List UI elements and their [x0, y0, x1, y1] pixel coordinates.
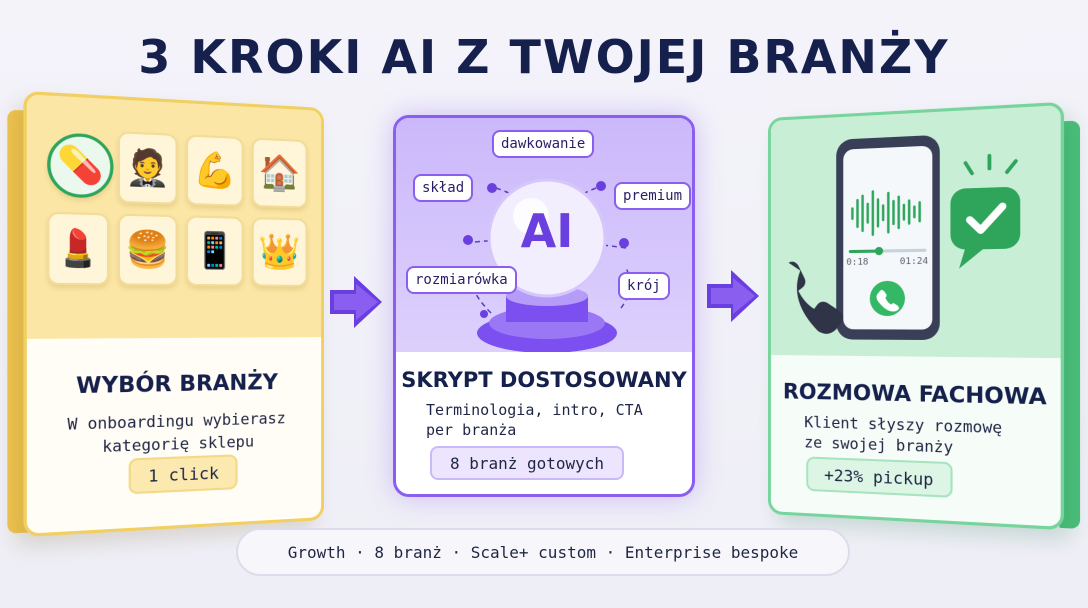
phone-icon[interactable]: 📱: [185, 215, 244, 287]
step-description-line-2: per branża: [426, 421, 517, 439]
step-badge: 1 click: [128, 454, 238, 495]
ai-network-illustration: [463, 178, 631, 352]
biceps-icon[interactable]: 💪: [185, 134, 244, 207]
step-badge: +23% pickup: [806, 456, 953, 498]
step-heading: SKRYPT DOSTOSOWANY: [401, 368, 687, 392]
call-time-end: 01:24: [899, 256, 929, 268]
step-badge: 8 branż gotowych: [430, 446, 624, 480]
card-face: 0:18 01:24 ROZMOWA FACHOWA Klient słyszy…: [768, 101, 1065, 531]
phone-call-illustration: [788, 134, 1064, 341]
ai-orb-label: AI: [520, 204, 574, 258]
keyword-tag: krój: [618, 272, 670, 300]
call-time-start: 0:18: [846, 257, 869, 268]
step-description-line-1: Terminologia, intro, CTA: [426, 401, 643, 419]
keyword-tag: skład: [413, 174, 474, 202]
card-face: 💊🤵💪🏠💄🍔📱👑 WYBÓR BRANŻY W onboardingu wybi…: [23, 90, 324, 538]
suit-icon[interactable]: 🤵: [117, 131, 178, 205]
step-description-line-2: ze swojej branży: [804, 433, 954, 457]
arrow-right-icon: [330, 276, 382, 328]
industry-icon-grid: 💊🤵💪🏠 💄🍔📱👑: [47, 128, 309, 287]
card-illustration-area: AI: [396, 118, 692, 352]
keyword-tag: rozmiarówka: [406, 266, 517, 294]
plans-footer: Growth · 8 branż · Scale+ custom · Enter…: [236, 528, 850, 576]
pill-icon[interactable]: 💊: [47, 132, 114, 199]
keyword-tag: premium: [614, 182, 692, 210]
step-heading: WYBÓR BRANŻY: [76, 369, 278, 399]
page-title: 3 KROKI AI Z TWOJEJ BRANŻY: [138, 30, 950, 84]
crown-icon[interactable]: 👑: [251, 217, 308, 287]
step-card-expert-conversation: 0:18 01:24 ROZMOWA FACHOWA Klient słyszy…: [768, 101, 1081, 531]
step-heading: ROZMOWA FACHOWA: [782, 379, 1047, 410]
card-illustration-area: 0:18 01:24: [770, 105, 1064, 359]
step-card-custom-script: AI dawkowanie skład premium rozmiarówka …: [393, 115, 695, 497]
house-icon[interactable]: 🏠: [251, 137, 308, 209]
step-card-industry-selection: 💊🤵💪🏠💄🍔📱👑 WYBÓR BRANŻY W onboardingu wybi…: [7, 90, 324, 538]
burger-icon[interactable]: 🍔: [117, 213, 178, 286]
arrow-right-icon: [707, 270, 759, 322]
keyword-tag: dawkowanie: [492, 130, 595, 158]
lipstick-icon[interactable]: 💄: [47, 211, 110, 286]
